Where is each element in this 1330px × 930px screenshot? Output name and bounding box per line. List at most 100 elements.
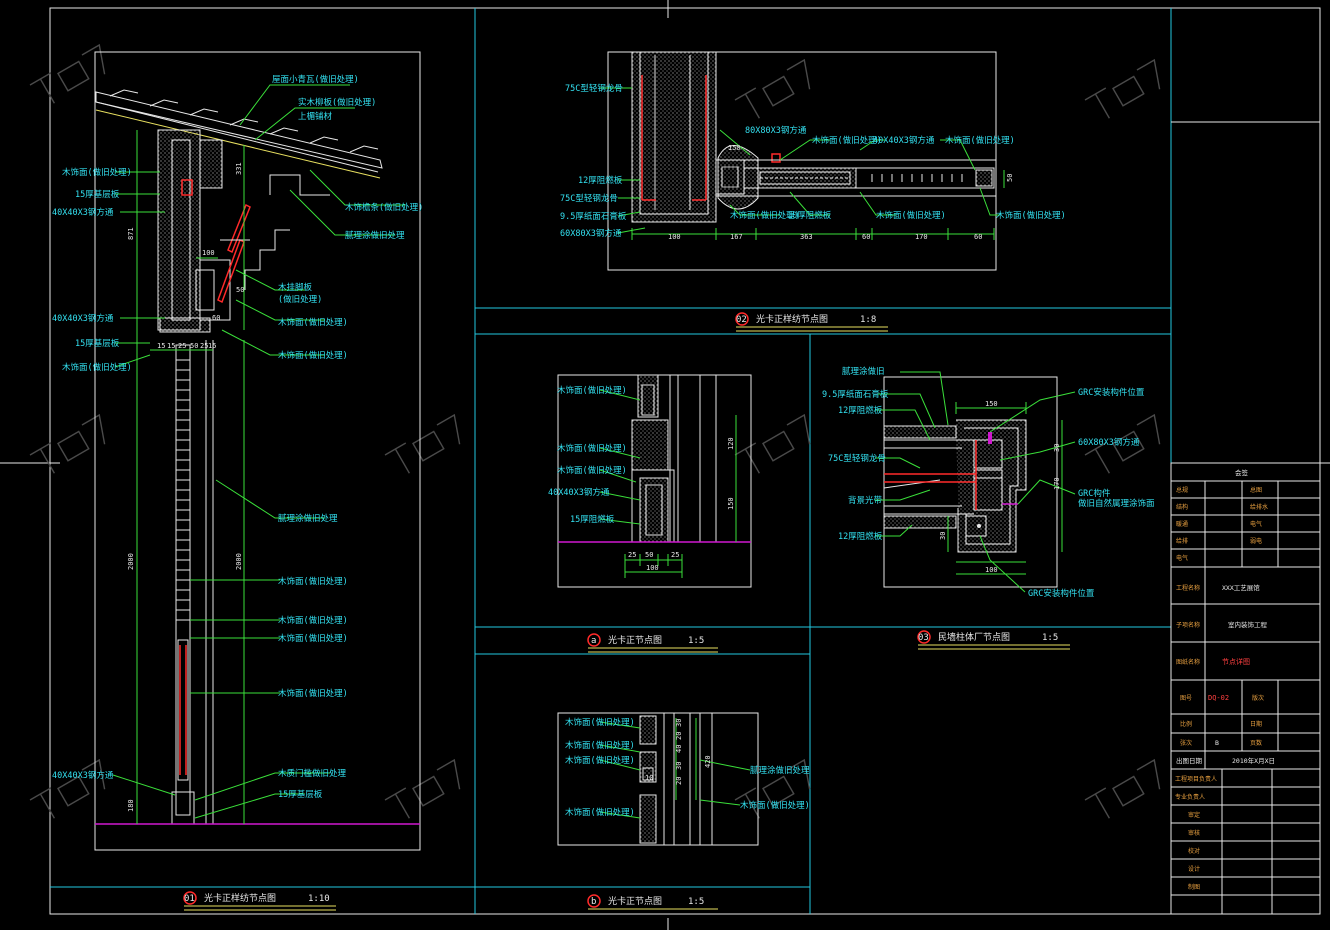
tb-sig-1: 工程项目负责人	[1175, 775, 1217, 783]
detail-02-scale: 1:8	[860, 315, 876, 325]
label-03-4: 75C型轻钢龙骨	[828, 453, 886, 464]
dim-b-6: 420	[704, 755, 712, 768]
label-01-19: 木饰面(做旧处理)	[278, 633, 348, 644]
dim-03-2: 100	[985, 566, 998, 574]
detail-b-title: 光卡正节点图	[608, 895, 662, 907]
label-01-2: 实木柳板(做旧处理)	[298, 97, 376, 108]
dim-a-4: 50	[645, 551, 653, 559]
label-01-23: 15厚基层板	[278, 789, 323, 800]
label-02-9: 60X80X3钢方通	[560, 228, 622, 239]
dim-02-2: 167	[730, 233, 743, 241]
dim-02-4: 60	[862, 233, 870, 241]
dim-02-5: 170	[915, 233, 928, 241]
detail-a: 木饰面(做旧处理) 木饰面(做旧处理) 木饰面(做旧处理) 40X40X3钢方通…	[548, 374, 752, 653]
dim-01-4: 180	[127, 799, 135, 812]
detail-01: 屋面小青瓦(做旧处理) 实木柳板(做旧处理) 上楣铺材 木饰面(做旧处理) 15…	[52, 51, 423, 911]
label-03-10: 做旧自然属理涂饰面	[1078, 498, 1155, 509]
dim-01-11: 25	[178, 342, 186, 350]
label-02-8: 9.5厚纸面石膏板	[560, 211, 627, 222]
panel-grid	[50, 8, 1172, 914]
label-02-5: 木饰面(做旧处理)	[945, 135, 1015, 146]
dim-a-6: 100	[646, 564, 659, 572]
label-01-18: 木饰面(做旧处理)	[278, 615, 348, 626]
dim-b-7: 10	[645, 774, 653, 782]
dim-01-1: 871	[127, 227, 135, 240]
dim-02-7: 50	[1006, 174, 1014, 182]
label-03-11: GRC安装构件位置	[1028, 588, 1095, 599]
detail-b-id: b	[591, 897, 596, 907]
dim-01-7: 60	[212, 314, 220, 322]
detail-01-title: 光卡正样纺节点图	[204, 892, 276, 904]
label-03-1: 腻理涂做旧	[842, 366, 885, 377]
label-02-12: 木饰面(做旧处理)	[876, 210, 946, 221]
tb-page-label: 张次	[1180, 739, 1192, 747]
tb-project: XXX工艺展馆	[1222, 583, 1260, 592]
detail-03: 腻理涂做旧 9.5厚纸面石膏板 12厚阻燃板 75C型轻钢龙骨 背景光带 12厚…	[822, 366, 1155, 650]
tb-sig-6: 设计	[1188, 865, 1200, 873]
label-01-9: 木挂脚板	[278, 282, 313, 293]
label-02-11: 10厚阻燃板	[787, 210, 832, 221]
dim-b-4: 30	[675, 762, 683, 770]
dim-b-3: 40	[675, 745, 683, 753]
sheet-border	[49, 7, 1321, 915]
label-a-1: 木饰面(做旧处理)	[557, 385, 627, 396]
detail-01-scale: 1:10	[308, 894, 330, 904]
tb-subproject: 室内装饰工程	[1228, 620, 1268, 629]
label-02-2: 80X80X3钢方通	[745, 125, 807, 136]
dim-03-3: 170	[1053, 477, 1061, 490]
detail-03-scale: 1:5	[1042, 633, 1058, 643]
dim-01-13: 25	[200, 342, 208, 350]
label-b-3: 木饰面(做旧处理)	[565, 755, 635, 766]
detail-03-title: 民墙柱体厂节点图	[938, 631, 1010, 643]
tb-row-2: 结构	[1176, 503, 1188, 511]
dim-a-1: 120	[727, 437, 735, 450]
detail-02-title: 光卡正样纺节点图	[756, 313, 828, 325]
tb-sheet-label: 页数	[1250, 739, 1262, 747]
label-01-14: 15厚基层板	[75, 338, 120, 349]
tb-name-label: 图纸名称	[1176, 658, 1200, 666]
tb-sig-5: 校对	[1188, 847, 1200, 855]
tb-sig-3: 审定	[1188, 811, 1200, 819]
label-01-7: 木饰檐条(做旧处理)	[345, 202, 423, 213]
tb-no-label: 图号	[1180, 695, 1192, 702]
label-b-5: 腻理涂做旧处理	[750, 765, 810, 776]
tb-header: 会签	[1235, 468, 1249, 477]
dim-01-6: 100	[202, 249, 215, 257]
dim-03-1: 150	[985, 400, 998, 408]
tb-no: DQ-02	[1208, 694, 1229, 702]
label-b-2: 木饰面(做旧处理)	[565, 740, 635, 751]
label-01-6: 40X40X3钢方通	[52, 207, 114, 218]
dim-01-9: 15	[157, 342, 165, 350]
label-01-21: 40X40X3钢方通	[52, 770, 114, 781]
dim-03-4: 30	[939, 532, 947, 540]
label-02-13: 木饰面(做旧处理)	[996, 210, 1066, 221]
label-b-6: 木饰面(做旧处理)	[740, 800, 810, 811]
label-01-13: 40X40X3钢方通	[52, 313, 114, 324]
label-01-15: 木饰面(做旧处理)	[62, 362, 132, 373]
detail-a-title: 光卡正节点图	[608, 634, 662, 646]
label-01-17: 木饰面(做旧处理)	[278, 576, 348, 587]
dim-01-14: 15	[208, 342, 216, 350]
tb-row-4: 给排	[1176, 537, 1188, 545]
label-01-16: 腻理涂做旧处理	[278, 513, 338, 524]
tb-version-label: 版次	[1252, 694, 1264, 702]
dim-03-5: 30	[1053, 444, 1061, 452]
dim-01-10: 15	[167, 342, 175, 350]
label-b-4: 木饰面(做旧处理)	[565, 807, 635, 818]
detail-b-scale: 1:5	[688, 897, 704, 907]
label-03-9: GRC构件	[1078, 488, 1111, 499]
tb-scale-label: 比例	[1180, 720, 1192, 728]
detail-a-id: a	[591, 636, 596, 646]
dim-a-3: 25	[628, 551, 636, 559]
dim-01-5: 331	[235, 162, 243, 175]
label-03-7: GRC安装构件位置	[1078, 387, 1145, 398]
tb-page: B	[1215, 739, 1219, 747]
label-01-22: 木质门槛做旧处理	[278, 768, 347, 779]
dim-02-3: 363	[800, 233, 813, 241]
label-02-7: 75C型轻钢龙骨	[560, 193, 618, 204]
detail-02-id: 02	[736, 315, 747, 325]
label-02-3: 木饰面(做旧处理)	[812, 135, 882, 146]
label-01-4: 木饰面(做旧处理)	[62, 167, 132, 178]
label-a-4: 40X40X3钢方通	[548, 487, 610, 498]
